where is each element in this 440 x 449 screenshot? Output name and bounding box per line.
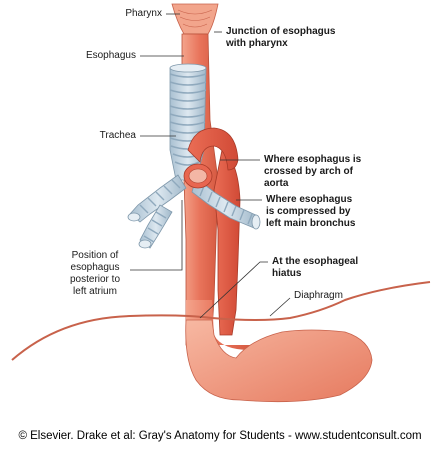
label-hiatus-line1: At the esophageal <box>272 256 359 267</box>
label-pharynx: Pharynx <box>125 8 162 19</box>
label-diaphragm: Diaphragm <box>294 290 343 301</box>
aortic-arch <box>187 127 239 171</box>
label-junction: Junction of esophagus with pharynx <box>226 26 335 50</box>
label-arch-line2: crossed by arch of <box>264 166 353 177</box>
copyright-text: © Elsevier. Drake et al: Gray's Anatomy … <box>18 430 422 442</box>
label-hiatus-line2: hiatus <box>272 268 302 279</box>
label-hiatus: At the esophageal hiatus <box>272 256 358 280</box>
label-arch-line3: aorta <box>264 178 289 189</box>
diaphragm-line <box>11 281 431 361</box>
label-position-line3: posterior to <box>69 274 121 285</box>
label-position-line1: Position of <box>71 250 119 261</box>
label-position-line2: esophagus <box>70 262 120 273</box>
label-arch-line1: Where esophagus is <box>264 154 362 165</box>
pharynx-shape <box>171 3 219 35</box>
right-bronchus <box>129 174 187 223</box>
label-junction-line1: Junction of esophagus <box>226 26 336 37</box>
label-bronchus-line1: Where esophagus <box>266 194 353 205</box>
stomach-shape <box>185 319 373 403</box>
label-bronchus: Where esophagus is compressed by left ma… <box>266 194 355 230</box>
label-position: Position of esophagus posterior to left … <box>58 250 132 298</box>
descending-aorta <box>213 149 241 336</box>
label-bronchus-line2: is compressed by <box>266 206 351 217</box>
label-esophagus: Esophagus <box>85 50 136 61</box>
leader-lines <box>130 13 291 319</box>
label-arch: Where esophagus is crossed by arch of ao… <box>264 154 361 190</box>
label-bronchus-line3: left main bronchus <box>266 218 356 229</box>
label-junction-line2: with pharynx <box>226 38 288 49</box>
label-position-line4: left atrium <box>73 286 117 297</box>
label-trachea: Trachea <box>99 130 136 141</box>
